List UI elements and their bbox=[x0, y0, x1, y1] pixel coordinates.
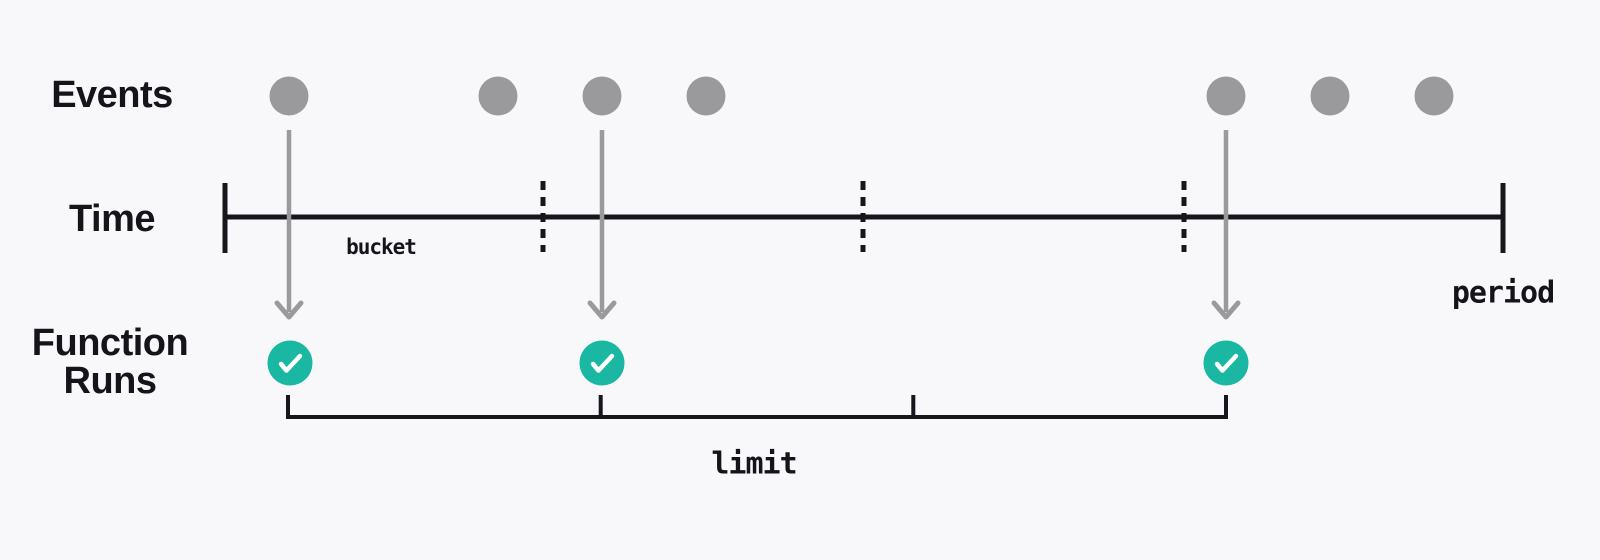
function-runs-label-line1: Function bbox=[31, 322, 189, 364]
period-label: period bbox=[1451, 275, 1555, 311]
bucket-label: bucket bbox=[346, 235, 417, 259]
event-arrow-head bbox=[274, 300, 304, 320]
event-dot bbox=[582, 76, 622, 116]
events-row-label: Events bbox=[51, 74, 173, 116]
event-dot bbox=[1206, 76, 1246, 116]
function-runs-row-label: Function Runs bbox=[31, 322, 189, 402]
check-icon bbox=[1214, 353, 1239, 373]
event-dot bbox=[1414, 76, 1454, 116]
check-icon bbox=[590, 353, 615, 373]
function-runs-label-line2: Runs bbox=[63, 360, 158, 402]
event-dot bbox=[686, 76, 726, 116]
function-run-circle bbox=[267, 340, 313, 386]
function-run-circle bbox=[579, 340, 625, 386]
event-dot bbox=[478, 76, 518, 116]
limit-bracket bbox=[286, 395, 1228, 419]
function-run-circle bbox=[1203, 340, 1249, 386]
event-dot bbox=[1310, 76, 1350, 116]
limit-label: limit bbox=[711, 446, 797, 482]
event-arrow-head bbox=[587, 300, 617, 320]
event-arrow-head bbox=[1211, 300, 1241, 320]
time-row-label: Time bbox=[68, 198, 156, 240]
event-dot bbox=[269, 76, 309, 116]
check-icon bbox=[278, 353, 303, 373]
